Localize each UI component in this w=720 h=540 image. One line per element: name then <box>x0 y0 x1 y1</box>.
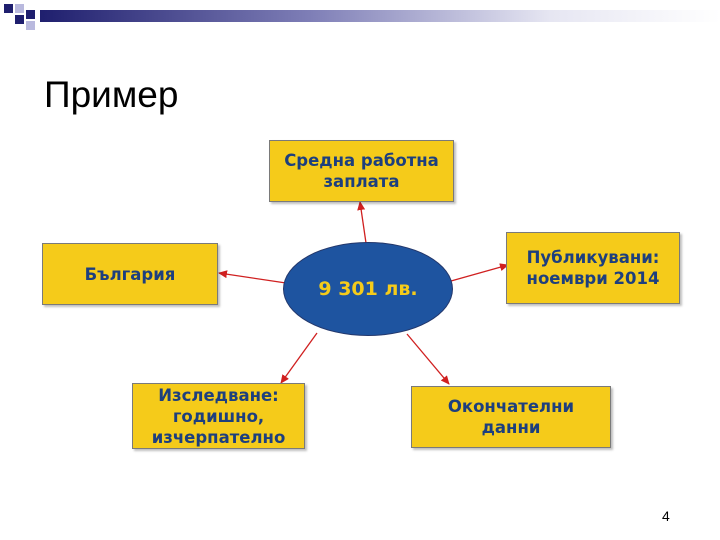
decor-square <box>4 4 13 13</box>
box-average-salary: Средна работна заплата <box>269 140 454 202</box>
box-final-data: Окончателни данни <box>411 386 611 448</box>
arrow-to-right <box>450 263 509 282</box>
header-decoration <box>0 0 720 30</box>
center-value: 9 301 лв. <box>318 278 418 300</box>
box-survey: Изследване: годишно, изчерпателно <box>132 383 305 449</box>
decor-square <box>26 21 35 30</box>
decor-square <box>15 15 24 24</box>
decor-square <box>15 4 24 13</box>
center-value-ellipse: 9 301 лв. <box>283 242 453 336</box>
arrow-to-top <box>357 201 367 244</box>
arrow-to-bottom-right <box>406 333 450 385</box>
box-published: Публикувани: ноември 2014 <box>506 232 680 304</box>
decor-square <box>26 10 35 19</box>
page-number: 4 <box>662 508 670 524</box>
arrow-to-left <box>218 270 287 284</box>
box-bulgaria: България <box>42 243 218 305</box>
header-gradient-bar <box>40 10 720 22</box>
slide-title: Пример <box>44 74 179 115</box>
arrow-to-bottom-left <box>280 332 318 384</box>
